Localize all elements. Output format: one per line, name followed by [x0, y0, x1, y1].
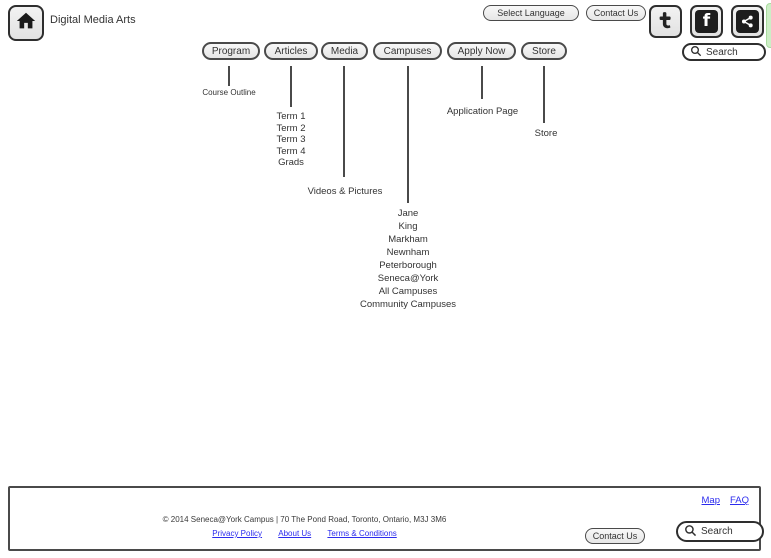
privacy-policy-link[interactable]: Privacy Policy: [212, 529, 263, 538]
subpage-list-articles: Term 1 Term 2 Term 3 Term 4 Grads: [241, 111, 341, 169]
site-title: Digital Media Arts: [50, 14, 136, 26]
connector-line-articles: [290, 66, 292, 107]
subpage-store: Store: [534, 128, 558, 139]
subpage-term-2: Term 2: [276, 122, 306, 134]
search-placeholder-top: Search: [706, 46, 738, 58]
twitter-button[interactable]: [649, 5, 682, 38]
subpage-seneca-york: Seneca@York: [377, 273, 439, 284]
connector-line-apply-now: [481, 66, 483, 99]
nav-button-apply-now[interactable]: Apply Now: [447, 42, 516, 60]
share-button[interactable]: [731, 5, 764, 38]
terms-conditions-link[interactable]: Terms & Conditions: [327, 529, 397, 538]
footer-top-links: Map FAQ: [702, 495, 750, 506]
nav-button-articles[interactable]: Articles: [264, 42, 318, 60]
subpage-newnham: Newnham: [386, 247, 430, 258]
search-placeholder-footer: Search: [701, 526, 733, 537]
map-link[interactable]: Map: [701, 495, 720, 506]
faq-link[interactable]: FAQ: [729, 495, 749, 506]
share-icon: [736, 10, 759, 33]
subpage-course-outline: Course Outline: [202, 88, 256, 97]
copyright-text: © 2014 Seneca@York Campus | 70 The Pond …: [162, 515, 447, 524]
footer-bottom-links: Privacy Policy About Us Terms & Conditio…: [10, 529, 599, 538]
contact-us-button-footer[interactable]: Contact Us: [585, 528, 645, 544]
connector-line-store: [543, 66, 545, 123]
contact-us-button-top[interactable]: Contact Us: [586, 5, 646, 21]
subpage-term-1: Term 1: [276, 111, 306, 122]
subpage-term-3: Term 3: [276, 134, 306, 146]
connector-line-media: [343, 66, 345, 177]
select-language-button[interactable]: Select Language: [483, 5, 579, 21]
search-icon: [690, 45, 702, 60]
search-input-top[interactable]: Search: [682, 43, 766, 61]
subpage-peterborough: Peterborough: [379, 260, 437, 271]
subpage-term-4: Term 4: [276, 145, 306, 157]
nav-button-store[interactable]: Store: [521, 42, 567, 60]
twitter-icon: [655, 9, 676, 35]
about-us-link[interactable]: About Us: [278, 529, 312, 538]
subpage-application-page: Application Page: [446, 106, 519, 117]
connector-line-campuses: [407, 66, 409, 203]
connector-line-program: [228, 66, 230, 86]
nav-button-campuses[interactable]: Campuses: [373, 42, 442, 60]
footer: Map FAQ © 2014 Seneca@York Campus | 70 T…: [8, 486, 764, 551]
nav-button-program[interactable]: Program: [202, 42, 260, 60]
subpage-grads: Grads: [278, 157, 304, 169]
facebook-button[interactable]: f: [690, 5, 723, 38]
facebook-icon: f: [695, 10, 718, 33]
subpage-jane: Jane: [397, 208, 419, 219]
subpage-videos-pictures: Videos & Pictures: [307, 186, 383, 197]
home-icon: [15, 10, 37, 37]
subpage-list-campuses: Jane King Markham Newnham Peterborough S…: [328, 207, 488, 311]
search-icon-footer: [684, 524, 697, 540]
subpage-all-campuses: All Campuses: [378, 286, 438, 297]
subpage-king: King: [398, 221, 418, 232]
nav-button-media[interactable]: Media: [321, 42, 368, 60]
subpage-markham: Markham: [388, 234, 428, 245]
search-input-footer[interactable]: Search: [676, 521, 764, 542]
subpage-community-campuses: Community Campuses: [359, 299, 457, 310]
cut-off-green-element: [766, 3, 771, 48]
home-button[interactable]: [8, 5, 44, 41]
